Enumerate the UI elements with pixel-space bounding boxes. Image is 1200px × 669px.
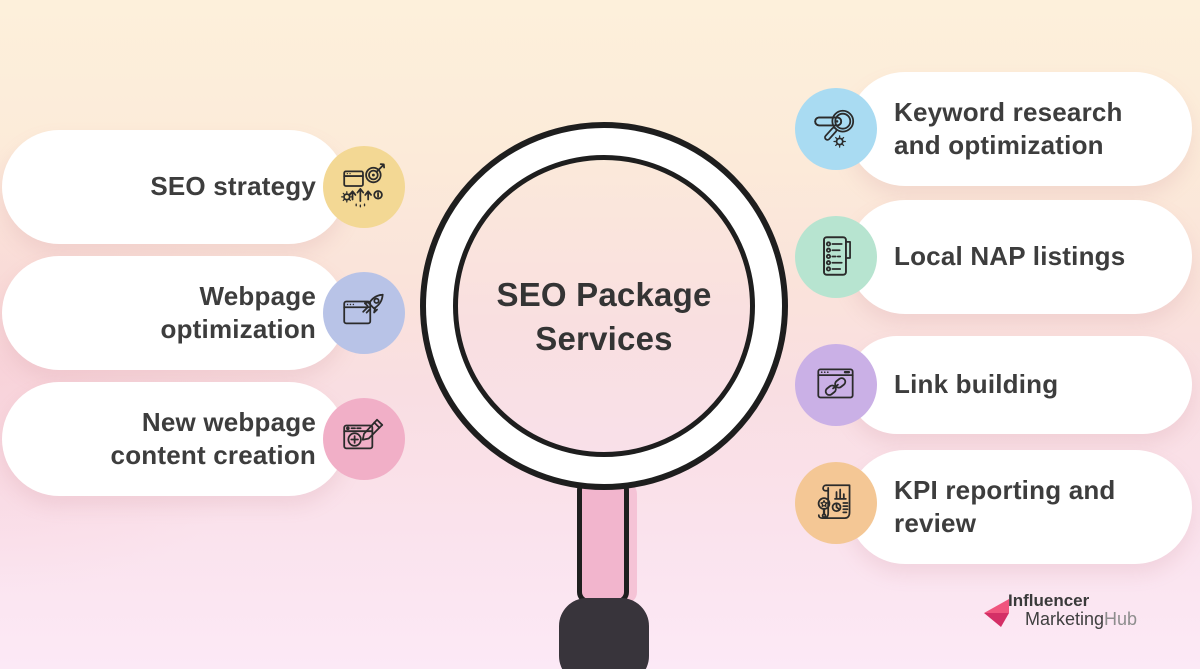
infographic-title: SEO Package Services <box>496 276 712 357</box>
service-label-seo-strategy: SEO strategy <box>150 171 316 202</box>
kpi-report-icon <box>817 484 851 519</box>
magnifier-lens: SEO Package Services <box>453 155 755 457</box>
icon-circle-local-nap <box>795 216 877 298</box>
logo-line1: Influencer <box>1008 591 1090 610</box>
service-label-new-webpage-content: New webpage content creation <box>110 406 316 470</box>
influencer-marketing-hub-logo: Influencer MarketingHub <box>983 592 1137 629</box>
link-chain-icon <box>817 368 854 399</box>
icon-circle-new-webpage-content <box>323 398 405 480</box>
icon-circle-keyword-research <box>795 88 877 170</box>
service-label-kpi-reporting: KPI reporting and review <box>894 474 1116 538</box>
logo-line2: MarketingHub <box>1025 608 1138 629</box>
logo-hub: Hub <box>1104 608 1138 629</box>
magnifier-handle <box>577 478 629 604</box>
webpage-create-icon <box>343 418 384 450</box>
service-pill-local-nap: Local NAP listings <box>848 200 1192 314</box>
icon-circle-kpi-reporting <box>795 462 877 544</box>
service-pill-seo-strategy: SEO strategy <box>2 130 346 244</box>
service-label-webpage-optimization: Webpage optimization <box>160 280 316 344</box>
service-label-link-building: Link building <box>894 369 1059 400</box>
logo-arrow-icon <box>984 599 1009 627</box>
logo-marketing: Marketing <box>1025 608 1105 629</box>
service-pill-keyword-research: Keyword research and optimization <box>848 72 1192 186</box>
keyword-search-icon <box>814 109 855 148</box>
service-pill-webpage-optimization: Webpage optimization <box>2 256 346 370</box>
service-pill-kpi-reporting: KPI reporting and review <box>848 450 1192 564</box>
icon-circle-link-building <box>795 344 877 426</box>
target-growth-icon <box>341 163 385 208</box>
magnifier-grip <box>559 598 649 669</box>
service-label-keyword-research: Keyword research and optimization <box>894 96 1123 160</box>
logo-text: Influencer MarketingHub <box>1008 592 1137 629</box>
service-label-local-nap: Local NAP listings <box>894 241 1126 272</box>
listings-checklist-icon <box>823 236 851 276</box>
icon-circle-seo-strategy <box>323 146 405 228</box>
service-pill-link-building: Link building <box>848 336 1192 434</box>
webpage-rocket-icon <box>343 293 384 325</box>
service-pill-new-webpage-content: New webpage content creation <box>2 382 346 496</box>
icon-circle-webpage-optimization <box>323 272 405 354</box>
